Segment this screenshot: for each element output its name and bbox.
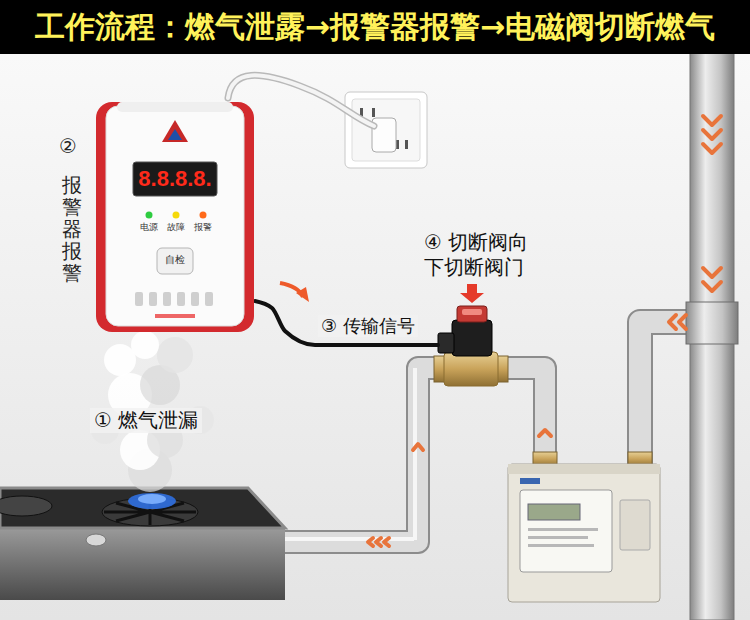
led-label: 电源: [136, 222, 162, 233]
signal-wire: [255, 301, 438, 345]
gas-meter: [508, 452, 660, 602]
vertical-caption: 报警器报警: [62, 174, 82, 284]
power-socket: [345, 92, 427, 168]
valve-caption: ④ 切断阀向下切断阀门: [424, 230, 540, 280]
button-label: 自检: [157, 254, 193, 267]
led-label: 报警: [190, 222, 216, 233]
title: 工作流程：燃气泄露→报警器报警→电磁阀切断燃气: [0, 0, 750, 54]
signal-arrow: [296, 287, 309, 302]
title-bar: 工作流程：燃气泄露→报警器报警→电磁阀切断燃气: [0, 0, 750, 54]
detector-housing: [95, 98, 255, 334]
solenoid-valve: [434, 306, 508, 386]
callout-number: ②: [59, 134, 77, 159]
gas-smoke: [91, 331, 214, 492]
gas-alarm-detector: ②报警器报警8.8.8.8.电源故障报警自检: [95, 98, 255, 334]
led-label: 故障: [163, 222, 189, 233]
callout-label: ① 燃气泄漏: [90, 408, 202, 433]
digital-display: 8.8.8.8.: [133, 162, 217, 196]
solenoid-shutoff-valve: ④ 切断阀向下切断阀门: [438, 304, 504, 386]
gas-stove: [0, 488, 285, 600]
pipe-tee: [686, 302, 738, 344]
wire-label: ③ 传输信号: [318, 315, 418, 338]
down-arrow: [460, 284, 484, 303]
